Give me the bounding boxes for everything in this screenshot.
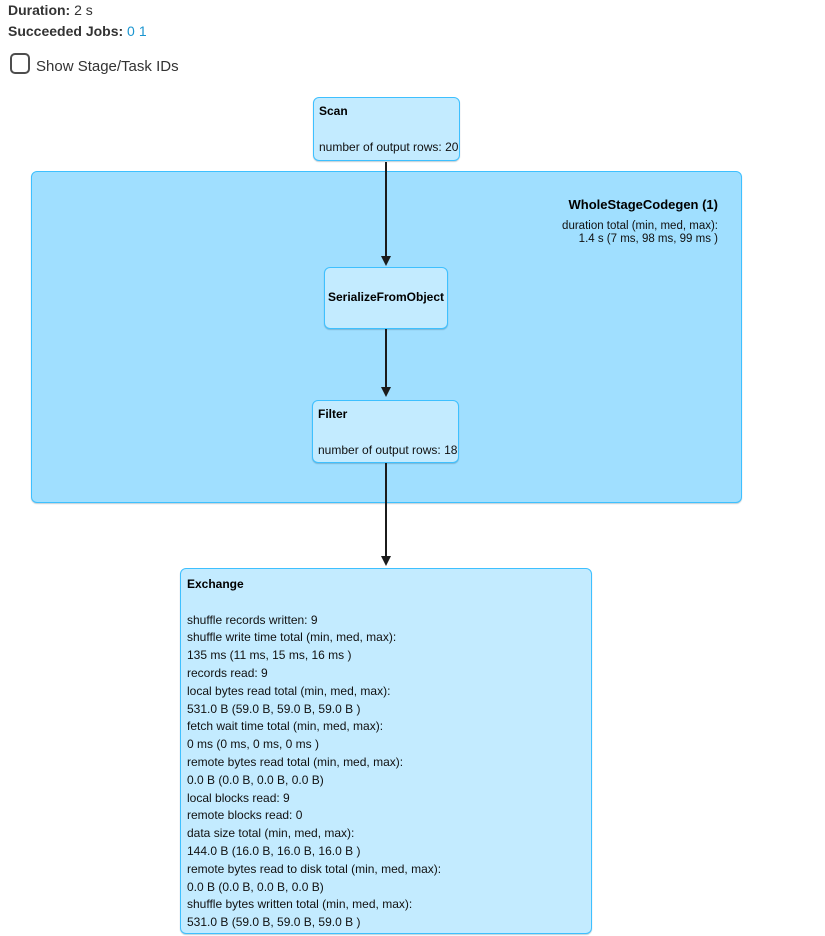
node-metric: number of output rows: 18 (318, 442, 458, 457)
node-metric: shuffle bytes written total (min, med, m… (187, 897, 413, 912)
arrowhead-icon (381, 556, 391, 566)
edge-line (385, 329, 387, 388)
node-metric: records read: 9 (187, 665, 268, 680)
plan-node-exchange: Exchange shuffle records written: 9 shuf… (180, 568, 592, 934)
edge-line (385, 463, 387, 557)
node-metric: shuffle records written: 9 (187, 612, 318, 627)
duration-line: Duration: 2 s (8, 0, 147, 21)
edge-line (385, 162, 387, 257)
show-stage-task-ids-checkbox[interactable] (10, 53, 30, 74)
node-metric: shuffle write time total (min, med, max)… (187, 630, 397, 645)
node-metric: 0 ms (0 ms, 0 ms, 0 ms ) (187, 737, 320, 752)
show-stage-task-ids-label: Show Stage/Task IDs (36, 58, 179, 75)
node-metric: local blocks read: 9 (187, 790, 290, 805)
node-spacer (187, 594, 585, 612)
arrowhead-icon (381, 387, 391, 397)
node-metric: 135 ms (11 ms, 15 ms, 16 ms ) (187, 648, 352, 663)
job-link-0[interactable]: 0 (127, 23, 135, 39)
node-metric: local bytes read total (min, med, max): (187, 683, 391, 698)
node-title: Scan (319, 104, 348, 118)
node-metric: 0.0 B (0.0 B, 0.0 B, 0.0 B) (187, 879, 324, 894)
cluster-metric-value: 1.4 s (7 ms, 98 ms, 99 ms ) (578, 232, 718, 245)
arrowhead-icon (381, 256, 391, 266)
plan-node-filter: Filter number of output rows: 18 (312, 400, 459, 463)
duration-label: Duration: (8, 2, 71, 18)
node-metric: data size total (min, med, max): (187, 826, 355, 841)
node-metric: number of output rows: 20 (319, 139, 459, 154)
show-stage-task-ids-row[interactable]: Show Stage/Task IDs (10, 53, 179, 75)
job-link-1[interactable]: 1 (138, 23, 147, 39)
node-metric: remote bytes read to disk total (min, me… (187, 861, 442, 876)
cluster-metric-label: duration total (min, med, max): (562, 220, 718, 232)
duration-value: 2 s (74, 2, 93, 18)
plan-node-scan: Scan number of output rows: 20 (313, 97, 460, 161)
node-metric: remote bytes read total (min, med, max): (187, 754, 404, 769)
node-metric: 531.0 B (59.0 B, 59.0 B, 59.0 B ) (187, 701, 361, 716)
node-metric: 144.0 B (16.0 B, 16.0 B, 16.0 B ) (187, 843, 361, 858)
node-metric: 531.0 B (59.0 B, 59.0 B, 59.0 B ) (187, 915, 361, 930)
plan-node-serializefromobject: SerializeFromObject (324, 267, 448, 329)
node-title: Filter (318, 407, 348, 421)
node-spacer (319, 121, 454, 139)
node-title: SerializeFromObject (327, 290, 445, 305)
node-metric: remote blocks read: 0 (187, 808, 303, 823)
wholestagecodegen-label: WholeStageCodegen (1) duration total (mi… (562, 197, 718, 245)
node-metric: fetch wait time total (min, med, max): (187, 719, 384, 734)
node-title: Exchange (187, 577, 244, 591)
node-spacer (318, 424, 453, 442)
succeeded-jobs-label: Succeeded Jobs: (8, 23, 124, 39)
node-metric: 0.0 B (0.0 B, 0.0 B, 0.0 B) (187, 772, 324, 787)
cluster-title: WholeStageCodegen (1) (568, 197, 718, 212)
